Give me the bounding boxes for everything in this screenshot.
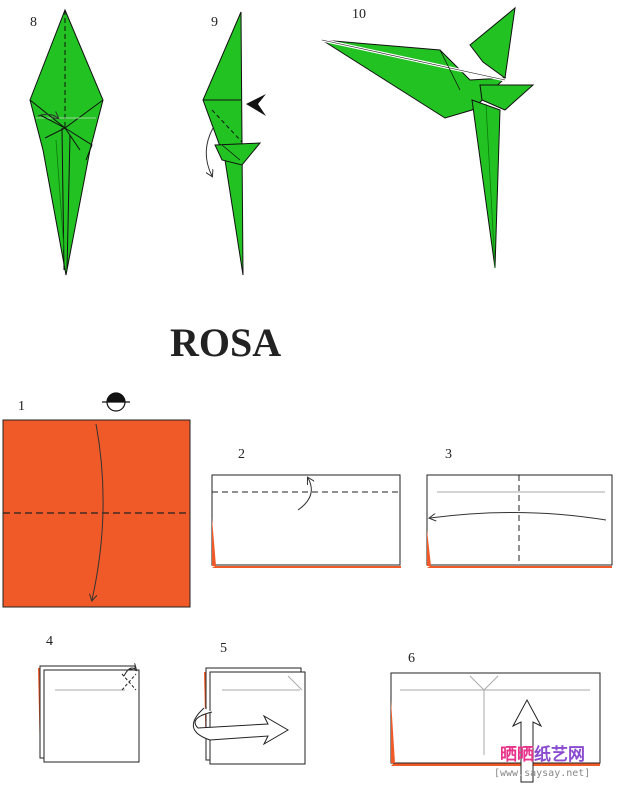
watermark-brand-b: 纸艺网 xyxy=(534,744,585,765)
paper-folded-square xyxy=(209,671,306,765)
step-9-diagram: 9 xyxy=(202,11,266,276)
step-6-diagram: 6 xyxy=(390,651,601,783)
leaf-flap xyxy=(214,142,262,166)
step-3-diagram: 3 xyxy=(426,447,613,568)
leaf-top-fin xyxy=(469,6,516,79)
paper-folded-square xyxy=(43,669,140,763)
step-5-diagram: 5 xyxy=(193,641,306,765)
step-number-4: 4 xyxy=(46,634,53,649)
paper-rectangle xyxy=(211,474,401,566)
open-arrow-icon xyxy=(193,707,289,746)
step-1-diagram: 1 xyxy=(2,392,191,608)
step-number-2: 2 xyxy=(238,447,245,462)
leaf-side-fin xyxy=(479,84,535,111)
step-number-3: 3 xyxy=(445,447,452,462)
step-10-diagram: 10 xyxy=(321,6,535,269)
step-number-5: 5 xyxy=(220,641,227,656)
watermark: 晒晒纸艺网 [www.saysay.net] xyxy=(494,744,590,779)
push-in-arrow-icon xyxy=(246,94,266,116)
watermark-url: [www.saysay.net] xyxy=(494,768,590,779)
open-arrow-icon xyxy=(511,698,543,783)
watermark-brand-a: 晒晒 xyxy=(500,745,534,765)
turn-over-icon xyxy=(102,392,130,412)
svg-text:晒晒纸艺网: 晒晒纸艺网 xyxy=(500,744,585,765)
step-number-10: 10 xyxy=(352,7,366,22)
step-8-diagram: 8 xyxy=(29,8,104,276)
leaf-body xyxy=(202,11,244,276)
paper-rectangle xyxy=(390,672,601,764)
step-number-8: 8 xyxy=(30,15,37,30)
leaf-body xyxy=(29,8,104,276)
step-number-1: 1 xyxy=(18,399,25,414)
step-2-diagram: 2 xyxy=(211,447,401,568)
leaf-stem xyxy=(471,99,501,269)
step-number-9: 9 xyxy=(211,15,218,30)
page-title: ROSA xyxy=(170,320,281,365)
step-4-diagram: 4 xyxy=(38,634,140,763)
step-number-6: 6 xyxy=(408,651,415,666)
